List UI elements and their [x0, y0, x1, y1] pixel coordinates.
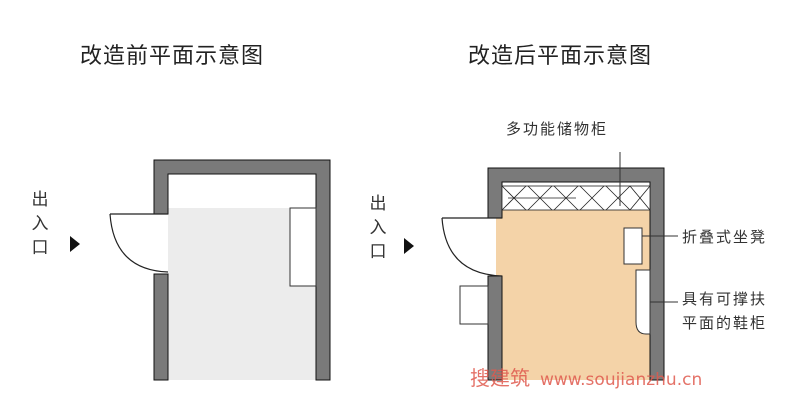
after-door [441, 217, 503, 277]
entrance-label-before: 出 入 口 [30, 188, 50, 260]
watermark-url: www.soujianzhu.cn [540, 370, 703, 390]
watermark-brand: 搜建筑 [470, 366, 530, 390]
before-entry-arrow [70, 236, 80, 252]
folding-stool [623, 227, 643, 265]
watermark: 搜建筑 www.soujianzhu.cn [470, 362, 702, 391]
storage-cabinet [501, 185, 651, 211]
entrance-char: 入 [369, 218, 387, 238]
before-door [109, 213, 169, 273]
shoe-cabinet [635, 269, 651, 335]
side-item [459, 285, 489, 325]
entrance-label-after: 出 入 口 [368, 192, 388, 264]
after-plan [404, 152, 678, 381]
before-wardrobe [289, 207, 317, 287]
cabinet-label: 多功能储物柜 [506, 120, 609, 138]
title-before-plan: 改造前平面示意图 [80, 44, 265, 69]
entrance-char: 口 [31, 238, 49, 258]
after-entry-arrow [404, 238, 414, 254]
entrance-char: 出 [31, 190, 49, 210]
entrance-char: 出 [369, 194, 387, 214]
shoe-cabinet-label-1: 具有可撑扶 [682, 290, 768, 308]
stool-label: 折叠式坐凳 [682, 228, 768, 246]
title-after-plan: 改造后平面示意图 [468, 44, 653, 69]
entrance-char: 口 [369, 242, 387, 262]
entrance-char: 入 [31, 214, 49, 234]
before-plan [70, 159, 331, 381]
before-walls-lower [153, 273, 169, 381]
shoe-cabinet-label-2: 平面的鞋柜 [682, 314, 768, 332]
